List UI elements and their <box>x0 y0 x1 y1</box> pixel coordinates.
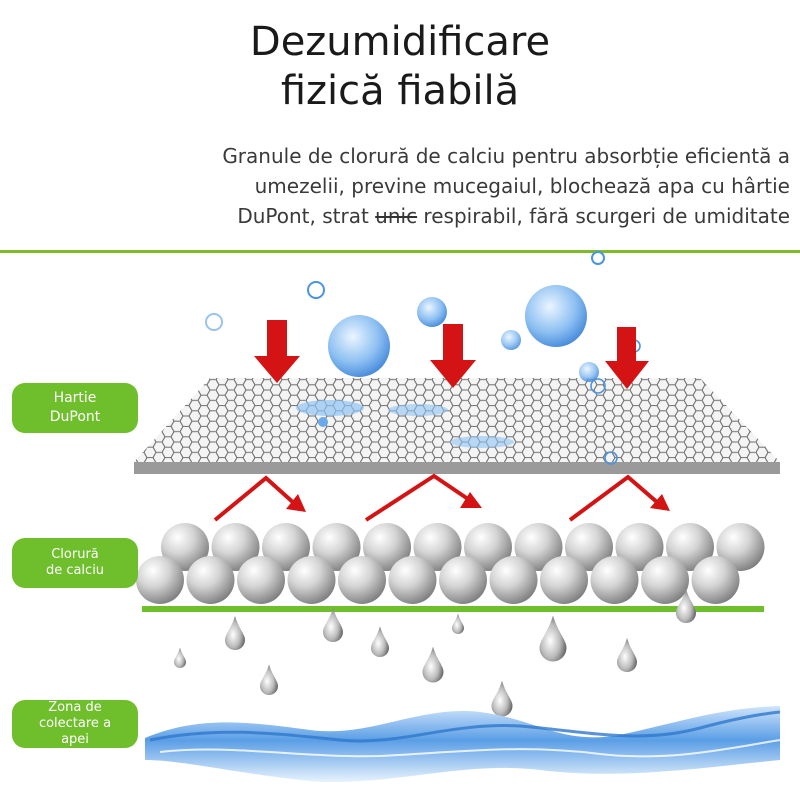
wave-crest <box>149 710 781 743</box>
granule-base-line <box>142 606 764 612</box>
water-bubble <box>579 362 599 382</box>
granule-ball <box>136 556 184 604</box>
title-line-1: Dezumidificare <box>249 19 551 65</box>
granule-ball <box>338 556 386 604</box>
water-bubbles <box>205 251 641 465</box>
water-droplets <box>174 589 696 717</box>
description-line-3: DuPont, strat unic respirabil, fără scur… <box>60 201 790 231</box>
label-dupont-paper: Hartie DuPont <box>12 383 138 433</box>
water-droplet-icon <box>323 608 343 642</box>
water-puddle <box>450 436 514 448</box>
title-line-2: fizică fiabilă <box>280 68 520 114</box>
granule-ball <box>211 523 260 571</box>
granule-ball <box>590 556 639 604</box>
water-bubble <box>417 297 447 327</box>
granule-ball <box>464 523 512 571</box>
water-droplet-icon <box>539 615 567 662</box>
water-bubble <box>590 378 606 394</box>
product-description: Granule de clorură de calciu pentru abso… <box>60 141 790 231</box>
water-bubble <box>525 285 587 347</box>
granule-ball <box>691 556 740 604</box>
bent-arrow-icon <box>213 475 298 522</box>
granule-ball <box>388 556 437 604</box>
description-line-2: umezelii, previne mucegaiul, blochează a… <box>254 174 790 198</box>
granule-ball <box>615 523 664 571</box>
water-bubble <box>318 417 328 427</box>
arrowhead-icon <box>286 494 306 512</box>
wave-foam <box>159 739 781 758</box>
label-calcium-chloride: Clorură de calciu <box>12 538 138 588</box>
granule-ball <box>439 556 487 604</box>
water-droplet-icon <box>676 589 696 623</box>
water-bubble <box>307 281 325 299</box>
label-text: colectare a <box>38 716 112 731</box>
water-droplet-icon <box>422 646 444 683</box>
granule-ball <box>489 556 538 604</box>
water-droplet-icon <box>174 647 186 668</box>
granule-ball <box>540 556 588 604</box>
page-title: Dezumidificare fizică fiabilă <box>0 18 800 116</box>
water-droplet-icon <box>617 638 637 672</box>
description-line-3-end: respirabil, fără scurgeri de umiditate <box>417 204 790 228</box>
divider-line <box>0 250 800 253</box>
bent-arrow-icon <box>568 474 660 522</box>
water-collection-zone <box>145 706 781 783</box>
label-text: de calciu <box>45 563 105 578</box>
down-arrow-icon <box>430 324 476 388</box>
water-bubble <box>328 315 390 377</box>
water-puddle <box>296 400 364 416</box>
granule-ball <box>565 523 613 571</box>
label-text: Zona de <box>48 700 102 715</box>
granule-ball <box>641 556 689 604</box>
label-text: Hartie <box>53 390 97 406</box>
water-droplet-icon <box>491 680 513 717</box>
down-arrow-icon <box>254 320 300 383</box>
down-arrow-icon <box>605 327 649 389</box>
granule-ball <box>413 523 462 571</box>
hexagon-texture <box>134 378 780 462</box>
granule-ball <box>312 523 361 571</box>
water-bubble <box>604 451 618 465</box>
water-droplet-icon <box>452 613 464 634</box>
label-text: DuPont <box>49 409 101 425</box>
granule-ball <box>716 523 765 571</box>
struck-word: unic <box>375 204 418 228</box>
bent-arrow-icon <box>364 473 470 522</box>
label-text: Clorură <box>51 547 99 562</box>
label-water-collection-zone: Zona de colectare a apei <box>12 700 138 748</box>
arrowheads <box>286 492 670 512</box>
calcium-chloride-granules <box>136 523 765 604</box>
water-puddle <box>388 404 448 416</box>
description-line-1: Granule de clorură de calciu pentru abso… <box>222 144 790 168</box>
dupont-paper-layer <box>134 378 780 474</box>
water-droplet-icon <box>260 664 278 695</box>
water-droplet-icon <box>225 616 245 650</box>
downward-arrows <box>254 320 649 389</box>
arrowhead-icon <box>460 492 482 508</box>
granule-ball <box>186 556 235 604</box>
water-bubble <box>501 330 521 350</box>
granule-ball <box>363 523 411 571</box>
paper-edge <box>134 462 780 474</box>
granule-ball <box>262 523 310 571</box>
water-bubble <box>205 313 223 331</box>
granule-ball <box>287 556 336 604</box>
granule-ball <box>666 523 714 571</box>
granule-ball <box>237 556 285 604</box>
water-bubble <box>591 251 605 265</box>
granule-ball <box>514 523 563 571</box>
arrowhead-icon <box>650 494 670 511</box>
description-line-3-start: DuPont, strat <box>237 204 376 228</box>
diffusion-arrows <box>213 473 660 522</box>
label-text: apei <box>61 732 89 747</box>
water-droplet-icon <box>371 626 389 657</box>
water-wave <box>145 706 780 783</box>
granule-ball <box>161 523 209 571</box>
